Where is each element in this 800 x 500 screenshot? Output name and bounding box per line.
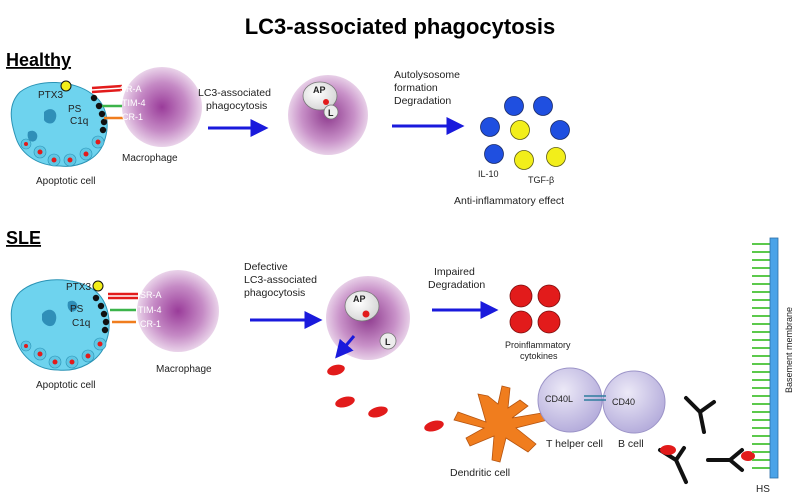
page-title: LC3-associated phagocytosis [245,14,556,39]
cd40-label: CD40 [612,397,635,407]
dendritic-cell-label: Dendritic cell [450,467,510,479]
healthy-step1-line2: phagocytosis [206,100,267,112]
membrane-ps-beads [90,94,108,134]
healthy-receptor-sr-a: SR-A [120,84,142,94]
healthy-receptor-tim-4: TIM-4 [122,98,146,108]
antibody-immune-complex-1 [658,445,688,484]
nucleus-fragment [44,109,57,124]
ptx3-marker [92,280,104,292]
sle-ptx3-label: PTX3 [66,282,91,293]
healthy-macrophage [122,67,202,147]
sle-section-label: SLE [6,228,41,248]
sle-receptor-cr-1: CR-1 [140,319,161,329]
sle-apoptotic-cell [10,279,110,371]
sle-arrow-leak [335,335,356,359]
healthy-ptx3-label: PTX3 [38,90,63,101]
healthy-c1q-label: C1q [70,116,88,127]
healthy-step2-line3: Degradation [394,95,451,107]
cargo-dot [362,310,370,318]
apoptotic-blebs [20,135,105,167]
sle-phagosome-cell [326,276,410,360]
sle-macrophage-label: Macrophage [156,364,212,375]
anti-inflammatory-cytokines [480,96,570,170]
healthy-step2-line2: formation [394,82,438,94]
sle-macrophage [137,270,219,352]
b-cell [602,370,666,434]
sle-ap-label: AP [353,294,366,304]
nucleus-fragment [42,309,57,327]
antibody-immune-complex-2 [706,448,755,472]
healthy-macrophage-label: Macrophage [122,153,178,164]
tgfb-label: TGF-β [528,175,554,185]
healthy-ps-label: PS [68,104,82,115]
proinflammatory-line1: Proinflammatory [505,340,571,350]
il10-label: IL-10 [478,169,499,179]
healthy-receptors [91,84,124,120]
sle-apoptotic-cell-label: Apoptotic cell [36,380,95,391]
heparan-sulfate-chains [752,243,770,469]
lysosome-vesicle [379,332,397,350]
cd40-cd40l-interaction [584,395,606,401]
ptx3-marker [60,80,72,92]
nucleus-fragment [27,130,38,142]
healthy-ap-label: AP [313,85,326,95]
sle-receptor-tim-4: TIM-4 [138,305,162,315]
sle-ps-label: PS [70,304,84,315]
healthy-section-label: Healthy [6,50,71,70]
basement-membrane [769,237,779,479]
healthy-step2-line1: Autolysosome [394,69,460,81]
ap-vesicle [344,290,380,322]
antibody-free [684,396,716,434]
cargo-dot [323,99,329,105]
sle-c1q-label: C1q [72,318,90,329]
apoptotic-blebs [20,337,107,369]
healthy-phagosome-cell [288,75,368,155]
nucleus-fragment [67,300,78,312]
sle-step1-line3: phagocytosis [244,287,305,299]
sle-receptors [108,292,138,324]
membrane-ps-beads [92,294,110,334]
healthy-l-label: L [328,108,334,118]
dendritic-cell [453,385,549,463]
sle-step1-line1: Defective [244,261,288,273]
b-cell-label: B cell [618,438,644,450]
t-helper-label: T helper cell [546,438,603,450]
sle-receptor-sr-a: SR-A [140,290,162,300]
sle-step2-line2: Degradation [428,279,485,291]
healthy-apoptotic-cell-label: Apoptotic cell [36,176,95,187]
released-apoptotic-fragments [327,364,444,432]
cd40l-label: CD40L [545,394,573,404]
proinflammatory-cytokines [509,284,561,334]
healthy-apoptotic-cell [10,80,108,167]
sle-step2-line1: Impaired [434,266,475,278]
healthy-step1-line1: LC3-associated [198,87,271,99]
sle-l-label: L [385,337,391,347]
hs-label: HS [756,484,770,495]
healthy-receptor-cr-1: CR-1 [122,112,143,122]
sle-step1-line2: LC3-associated [244,274,317,286]
basement-membrane-label: Basement membrane [784,307,794,393]
proinflammatory-line2: cytokines [520,351,558,361]
anti-inflammatory-effect-label: Anti-inflammatory effect [454,195,564,207]
lysosome-vesicle [323,104,339,120]
